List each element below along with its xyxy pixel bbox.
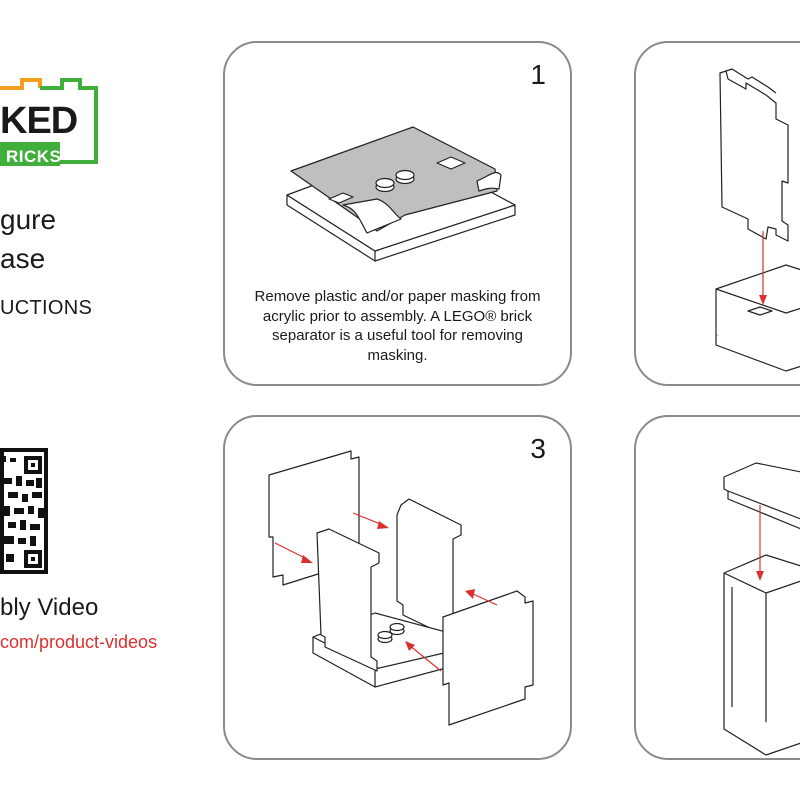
product-title-line2: ase <box>0 243 46 274</box>
step-number: 1 <box>530 59 546 90</box>
side-panel-insert-illustration <box>715 68 800 372</box>
brand-logo: KED RICKS <box>0 76 110 172</box>
step-2-panel <box>634 41 800 386</box>
step-4-panel <box>634 415 800 760</box>
logo-subtitle: RICKS <box>6 147 62 166</box>
assembly-video-label: bly Video <box>0 594 99 621</box>
step-1-panel: 1 Remove plastic and/or paper masking fr… <box>223 41 572 386</box>
side-panels-assembly-illustration <box>268 450 534 726</box>
step-1-caption: Remove plastic and/or paper masking from… <box>254 288 541 364</box>
logo-brick-outline-icon <box>0 78 98 166</box>
logo-wordmark: KED <box>0 100 78 142</box>
product-videos-link[interactable]: com/product-videos <box>0 632 158 652</box>
qr-code-icon[interactable] <box>0 448 48 574</box>
product-title-line1: gure <box>0 204 57 235</box>
top-lid-assembly-illustration <box>723 462 800 756</box>
base-plate-masking-illustration <box>286 126 516 262</box>
instructions-heading: UCTIONS <box>0 297 93 319</box>
step-number: 3 <box>530 433 546 464</box>
step-3-panel: 3 <box>223 415 572 760</box>
